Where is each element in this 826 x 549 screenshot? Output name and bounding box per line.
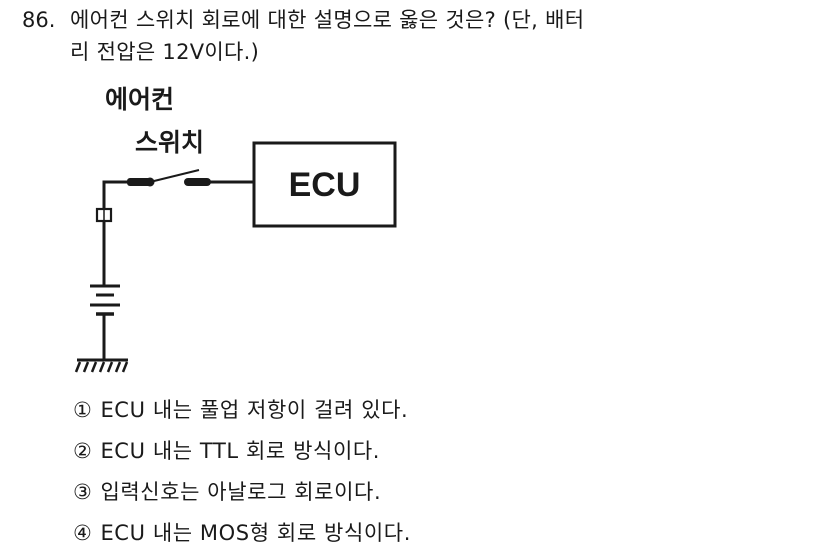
- option-4-text: ECU 내는 MOS형 회로 방식이다.: [100, 521, 411, 545]
- option-2-text: ECU 내는 TTL 회로 방식이다.: [100, 439, 381, 463]
- switch-label-line2: 스위치: [135, 128, 205, 157]
- switch-icon: [127, 169, 211, 187]
- option-2[interactable]: ② ECU 내는 TTL 회로 방식이다.: [73, 438, 380, 464]
- option-4-mark: ④: [73, 521, 93, 545]
- option-2-mark: ②: [73, 439, 93, 463]
- option-3-text: 입력신호는 아날로그 회로이다.: [100, 480, 382, 504]
- question-text-line2: 리 전압은 12V이다.): [70, 40, 260, 64]
- option-3-mark: ③: [73, 480, 93, 504]
- ground-icon: [74, 358, 129, 373]
- option-4[interactable]: ④ ECU 내는 MOS형 회로 방식이다.: [73, 520, 411, 546]
- switch-label-line1: 에어컨: [105, 85, 175, 114]
- ecu-label: ECU: [288, 166, 361, 204]
- option-1-mark: ①: [73, 398, 93, 422]
- ecu-box: [252, 141, 397, 228]
- wire-top: [102, 180, 254, 248]
- option-3[interactable]: ③ 입력신호는 아날로그 회로이다.: [73, 479, 381, 505]
- question-text-line1: 에어컨 스위치 회로에 대한 설명으로 옳은 것은? (단, 배터: [70, 8, 585, 32]
- question-number: 86.: [22, 8, 56, 32]
- option-1[interactable]: ① ECU 내는 풀업 저항이 걸려 있다.: [73, 397, 408, 423]
- option-1-text: ECU 내는 풀업 저항이 걸려 있다.: [100, 398, 409, 422]
- fuse-icon: [95, 207, 113, 223]
- battery-icon: [90, 284, 120, 316]
